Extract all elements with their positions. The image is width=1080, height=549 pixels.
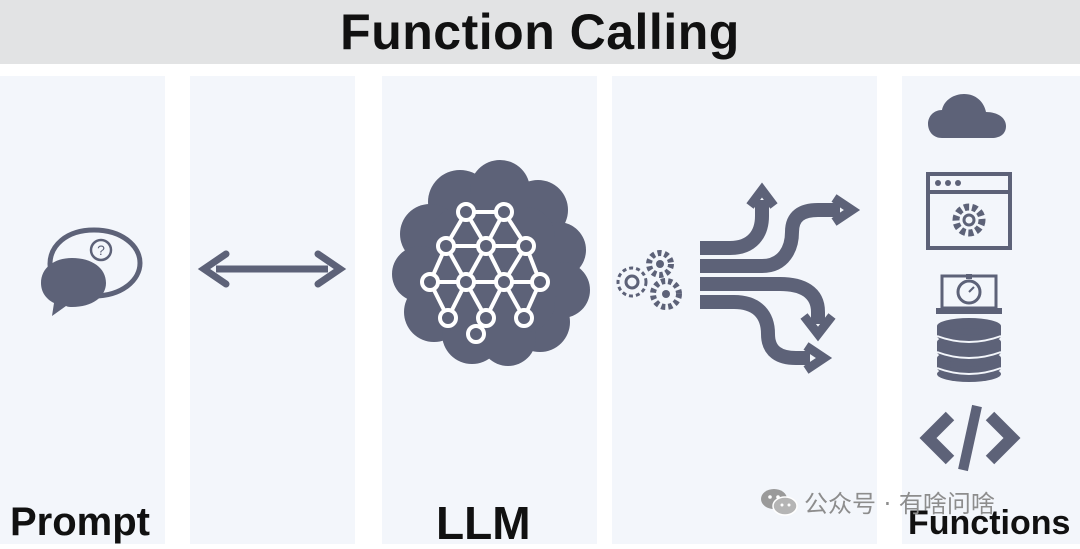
prompt-panel xyxy=(0,76,165,544)
wechat-icon xyxy=(761,488,798,516)
gears-branching-arrows-icon xyxy=(616,182,861,374)
watermark-text: 公众号 · 有啥问啥 xyxy=(804,490,995,518)
double-headed-arrow-icon xyxy=(197,250,347,288)
llm-label: LLM xyxy=(436,497,531,549)
browser-gear-icon xyxy=(926,172,1012,250)
diagram-title: Function Calling xyxy=(340,4,740,60)
watermark: 公众号 · 有啥问啥 xyxy=(760,484,995,519)
database-icon xyxy=(936,318,1002,382)
svg-text:?: ? xyxy=(97,242,105,258)
laptop-timer-icon xyxy=(936,274,1002,314)
prompt-label: Prompt xyxy=(10,500,150,544)
connector-panel xyxy=(190,76,355,544)
gears xyxy=(616,250,682,310)
title-bar: Function Calling xyxy=(0,0,1080,64)
chat-bubbles-question-icon: ? xyxy=(41,227,143,316)
brain-network-icon xyxy=(392,160,590,366)
cloud-icon xyxy=(928,94,1006,138)
functions-label: Functions xyxy=(908,504,1071,542)
code-icon xyxy=(919,404,1021,472)
